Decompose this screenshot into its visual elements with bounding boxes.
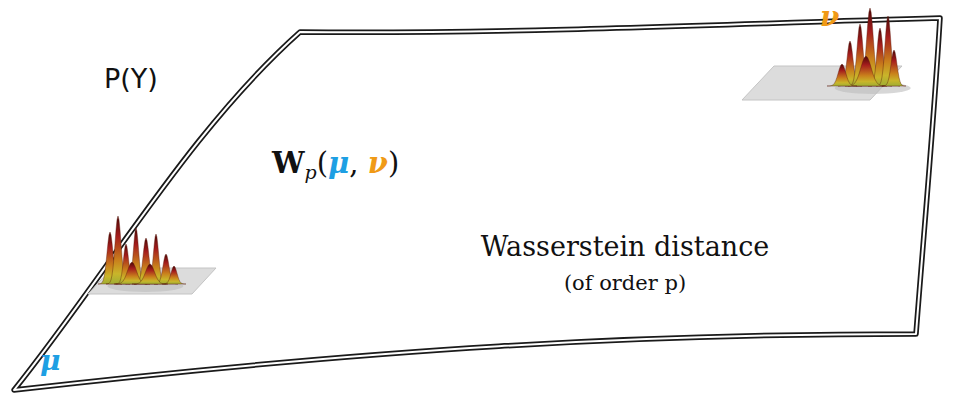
density-peak — [845, 56, 887, 86]
space-label: P(Y) — [104, 64, 158, 94]
caption-text: Wasserstein distance — [481, 232, 770, 262]
density-peak — [882, 50, 906, 86]
density-plot — [88, 228, 216, 298]
caption-text: (of order p) — [564, 272, 686, 295]
distance-label: Wp(μ, ν) — [270, 148, 401, 183]
density-plot — [742, 60, 902, 105]
density-peak — [827, 64, 857, 86]
outline-inner — [14, 18, 940, 390]
density-peak — [132, 264, 168, 284]
distribution-plane: ν — [742, 60, 902, 105]
outline-outer — [14, 18, 940, 390]
measure-label: μ — [40, 346, 61, 377]
density-peak — [162, 266, 186, 284]
distribution-plane: μ — [88, 228, 216, 298]
measure-label: ν — [820, 2, 839, 33]
